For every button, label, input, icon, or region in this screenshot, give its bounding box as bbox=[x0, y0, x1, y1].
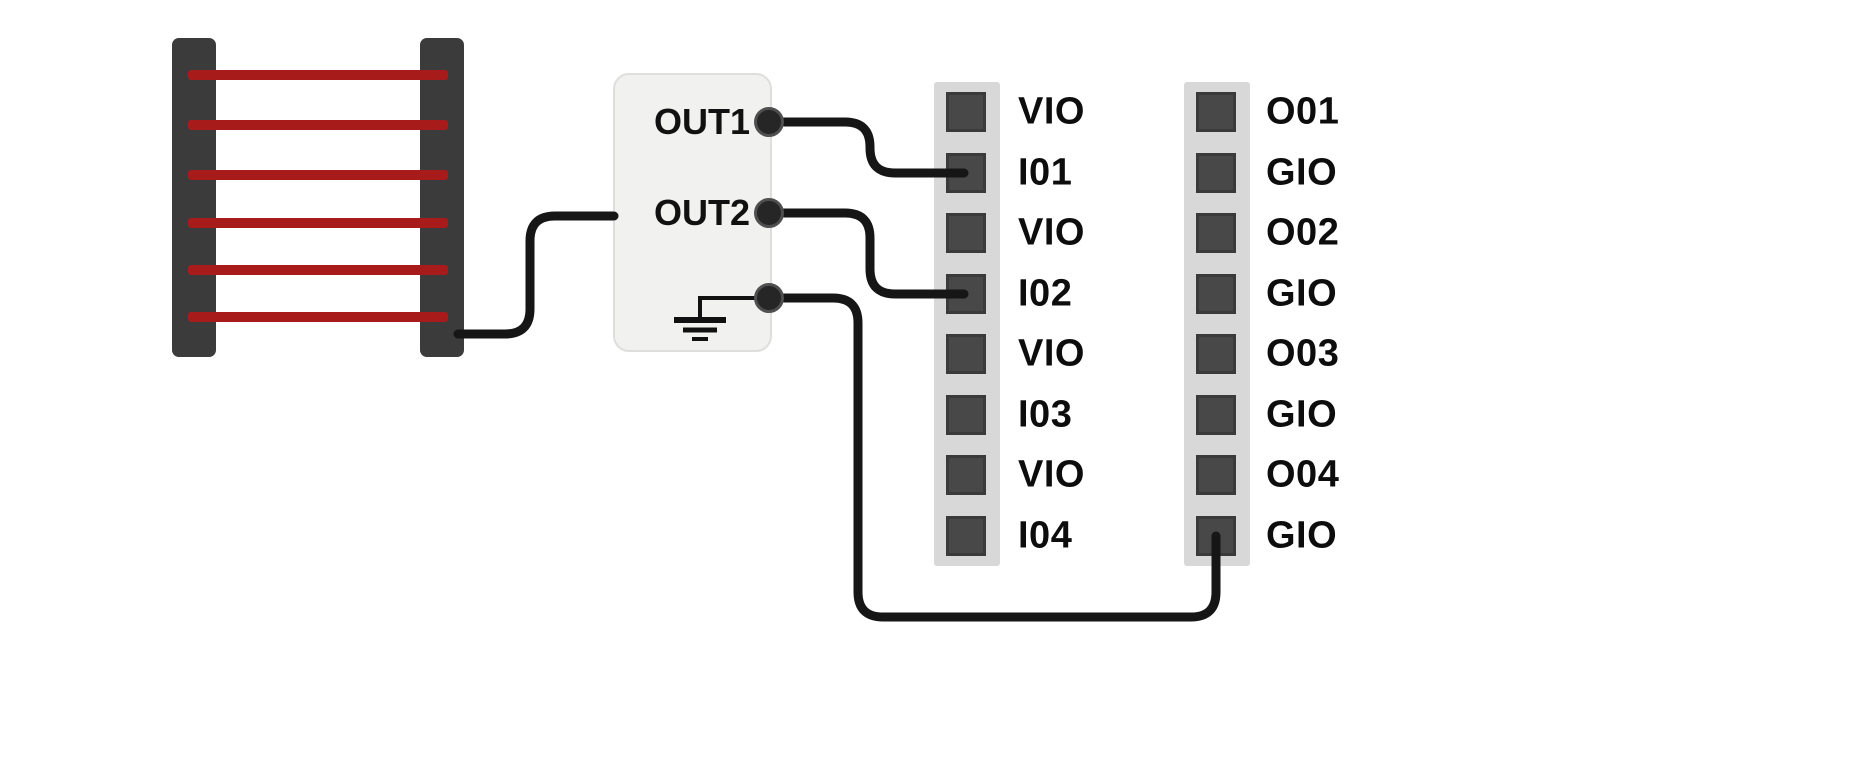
out2-label: OUT2 bbox=[653, 192, 750, 233]
pin-vio-1[interactable] bbox=[946, 92, 986, 132]
pin-label: VIO bbox=[1018, 211, 1085, 254]
pin-label: GIO bbox=[1266, 393, 1338, 436]
pin-label: I03 bbox=[1018, 393, 1073, 436]
light-curtain-right-bar bbox=[420, 38, 464, 357]
pin-i04[interactable] bbox=[946, 516, 986, 556]
pin-label: O03 bbox=[1266, 332, 1340, 375]
pin-label: VIO bbox=[1018, 332, 1085, 375]
pin-label: I02 bbox=[1018, 272, 1073, 315]
pin-gio-2[interactable] bbox=[1196, 274, 1236, 314]
out1-terminal-dot[interactable] bbox=[754, 107, 784, 137]
wire-ground-to-gio[interactable] bbox=[765, 293, 1221, 622]
pin-label: GIO bbox=[1266, 514, 1338, 557]
pin-o01[interactable] bbox=[1196, 92, 1236, 132]
pin-vio-2[interactable] bbox=[946, 213, 986, 253]
wire-lightcurtain-to-module[interactable] bbox=[453, 211, 619, 339]
pin-label: GIO bbox=[1266, 272, 1338, 315]
light-beam bbox=[188, 312, 448, 322]
light-beam bbox=[188, 265, 448, 275]
light-curtain-left-bar bbox=[172, 38, 216, 357]
pin-label: O02 bbox=[1266, 211, 1340, 254]
light-beam bbox=[188, 70, 448, 80]
pin-label: VIO bbox=[1018, 453, 1085, 496]
pin-label: VIO bbox=[1018, 90, 1085, 133]
pin-label: I01 bbox=[1018, 151, 1073, 194]
pin-label: GIO bbox=[1266, 151, 1338, 194]
wire-out2-to-i02[interactable] bbox=[765, 208, 969, 299]
pin-i03[interactable] bbox=[946, 395, 986, 435]
out2-terminal-dot[interactable] bbox=[754, 198, 784, 228]
pin-label: I04 bbox=[1018, 514, 1073, 557]
light-beam bbox=[188, 120, 448, 130]
wire-out1-to-i01[interactable] bbox=[765, 117, 969, 178]
ground-terminal-dot[interactable] bbox=[754, 283, 784, 313]
light-beam bbox=[188, 218, 448, 228]
pin-label: O01 bbox=[1266, 90, 1340, 133]
light-beam bbox=[188, 170, 448, 180]
pin-gio-3[interactable] bbox=[1196, 395, 1236, 435]
pin-o03[interactable] bbox=[1196, 334, 1236, 374]
pin-o04[interactable] bbox=[1196, 455, 1236, 495]
pin-gio-1[interactable] bbox=[1196, 153, 1236, 193]
pin-o02[interactable] bbox=[1196, 213, 1236, 253]
out1-label: OUT1 bbox=[653, 101, 750, 142]
pin-label: O04 bbox=[1266, 453, 1340, 496]
pin-vio-3[interactable] bbox=[946, 334, 986, 374]
pin-vio-4[interactable] bbox=[946, 455, 986, 495]
